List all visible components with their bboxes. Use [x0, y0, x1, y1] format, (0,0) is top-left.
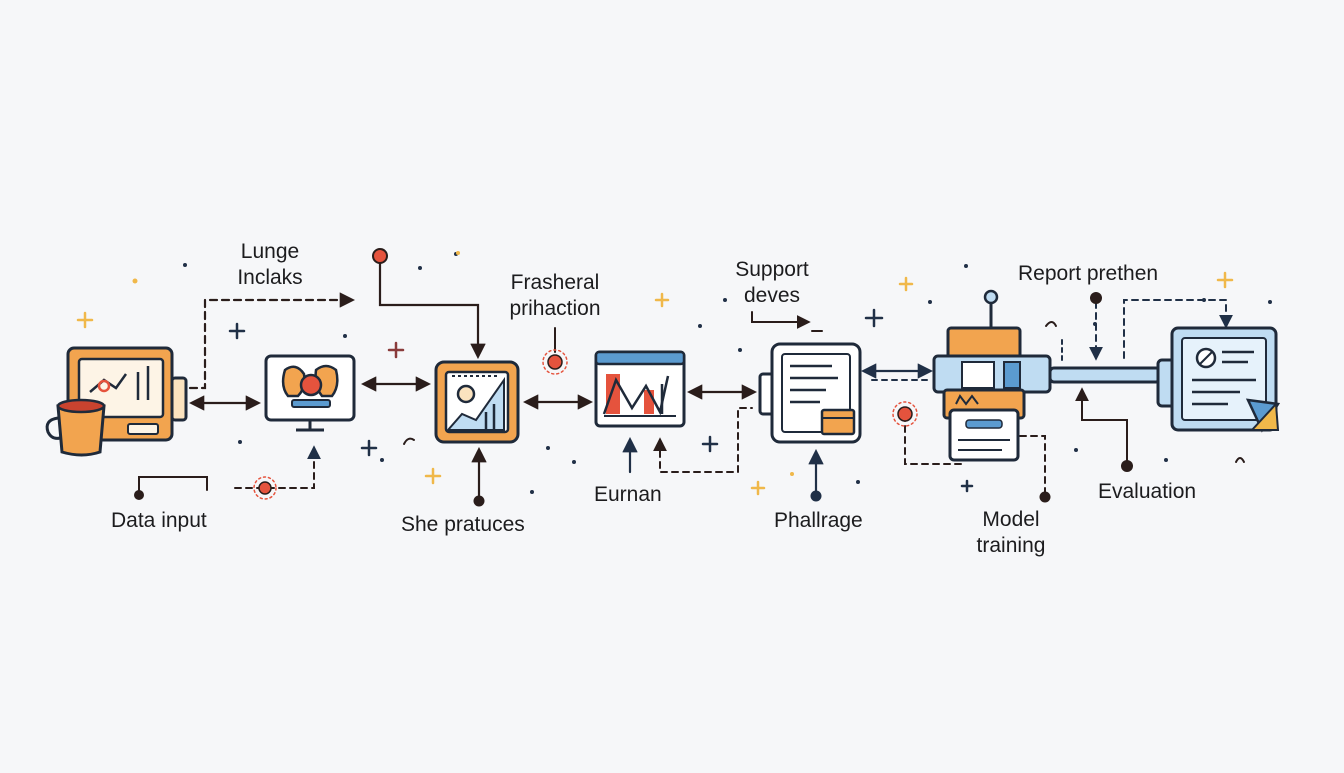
endpoint-dots — [134, 248, 1133, 507]
red-dot-halo — [253, 349, 918, 500]
dot-red-lunge — [258, 481, 272, 495]
label-data-input: Data input — [111, 509, 207, 532]
dot-she — [473, 495, 485, 507]
label-model-line-2: training — [976, 534, 1046, 557]
node-frasheral — [594, 350, 686, 428]
monitor-bulb-icon — [264, 354, 356, 432]
document-box-icon — [758, 342, 862, 444]
dot-model — [1039, 491, 1051, 503]
lunge-lead — [234, 445, 321, 489]
label-report: Report prethen — [1018, 262, 1159, 285]
label-support-line-1: Support — [735, 258, 809, 281]
model-dot-loop — [904, 414, 963, 465]
node-phallrage — [758, 342, 862, 444]
monitor-mug-icon — [45, 346, 188, 457]
dot-report — [1090, 292, 1102, 304]
sparkle-dots — [132, 251, 794, 476]
dot-data-input — [134, 490, 144, 500]
machine-icon — [932, 289, 1178, 462]
label-lunge-line-2: Inclaks — [237, 266, 303, 289]
label-evaluation: Evaluation — [1098, 480, 1197, 503]
dot-red-top — [372, 248, 388, 264]
node-lunge — [264, 354, 356, 432]
dot-red-frasheral — [547, 354, 563, 370]
chart-card-icon — [434, 360, 520, 444]
red-dot-path — [378, 256, 486, 360]
connectors — [138, 256, 1233, 502]
small-arcs — [403, 321, 1245, 463]
model-lead — [1019, 435, 1046, 497]
dot-red-model — [897, 406, 913, 422]
plus-icon — [228, 308, 974, 493]
label-support-line-2: deves — [743, 284, 801, 307]
report-arrows-2 — [1123, 299, 1233, 359]
report-screen-icon — [1170, 326, 1281, 433]
eurnan-loop — [653, 407, 753, 473]
node-model-training — [932, 289, 1178, 462]
support-arrow — [751, 311, 811, 329]
label-she-pratuces: She pratuces — [401, 513, 525, 536]
label-model-training: Model training — [977, 507, 1046, 559]
dot-evaluation — [1121, 460, 1133, 472]
evaluation-lead — [1075, 387, 1128, 467]
label-lunge-line-1: Lunge — [240, 240, 300, 263]
browser-chart-icon — [594, 350, 686, 428]
plus-icon — [76, 271, 1234, 496]
label-frasheral: Frasheral prihaction — [509, 270, 600, 322]
node-she-pratuces — [434, 360, 520, 444]
label-eurnan: Eurnan — [594, 483, 662, 506]
node-data-input — [45, 346, 188, 457]
label-phallrage: Phallrage — [774, 509, 863, 532]
decorations — [76, 251, 1272, 500]
sparkle-dots — [183, 252, 1272, 494]
data-input-lead — [138, 476, 208, 495]
dot-phallrage — [810, 490, 822, 502]
label-model-line-1: Model — [982, 508, 1040, 531]
node-evaluation — [1170, 326, 1281, 433]
dashed-lunge-path — [188, 292, 356, 390]
plus-icon — [387, 341, 405, 359]
label-frasheral-line-2: prihaction — [509, 297, 601, 320]
label-frasheral-line-1: Frasheral — [510, 271, 600, 294]
label-support: Support deves — [735, 257, 809, 309]
label-lunge: Lunge Inclaks — [237, 239, 302, 291]
